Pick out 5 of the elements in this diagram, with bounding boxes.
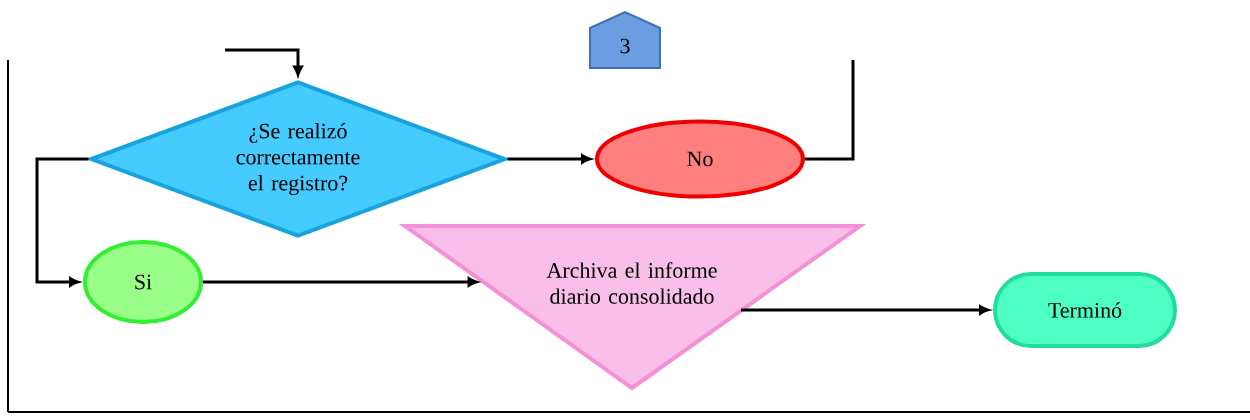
arrow <box>741 305 990 315</box>
terminal-box: Terminó <box>993 272 1177 348</box>
arrow <box>35 157 89 287</box>
connector-pentagon: 3 <box>589 10 661 69</box>
arrow <box>507 154 592 164</box>
